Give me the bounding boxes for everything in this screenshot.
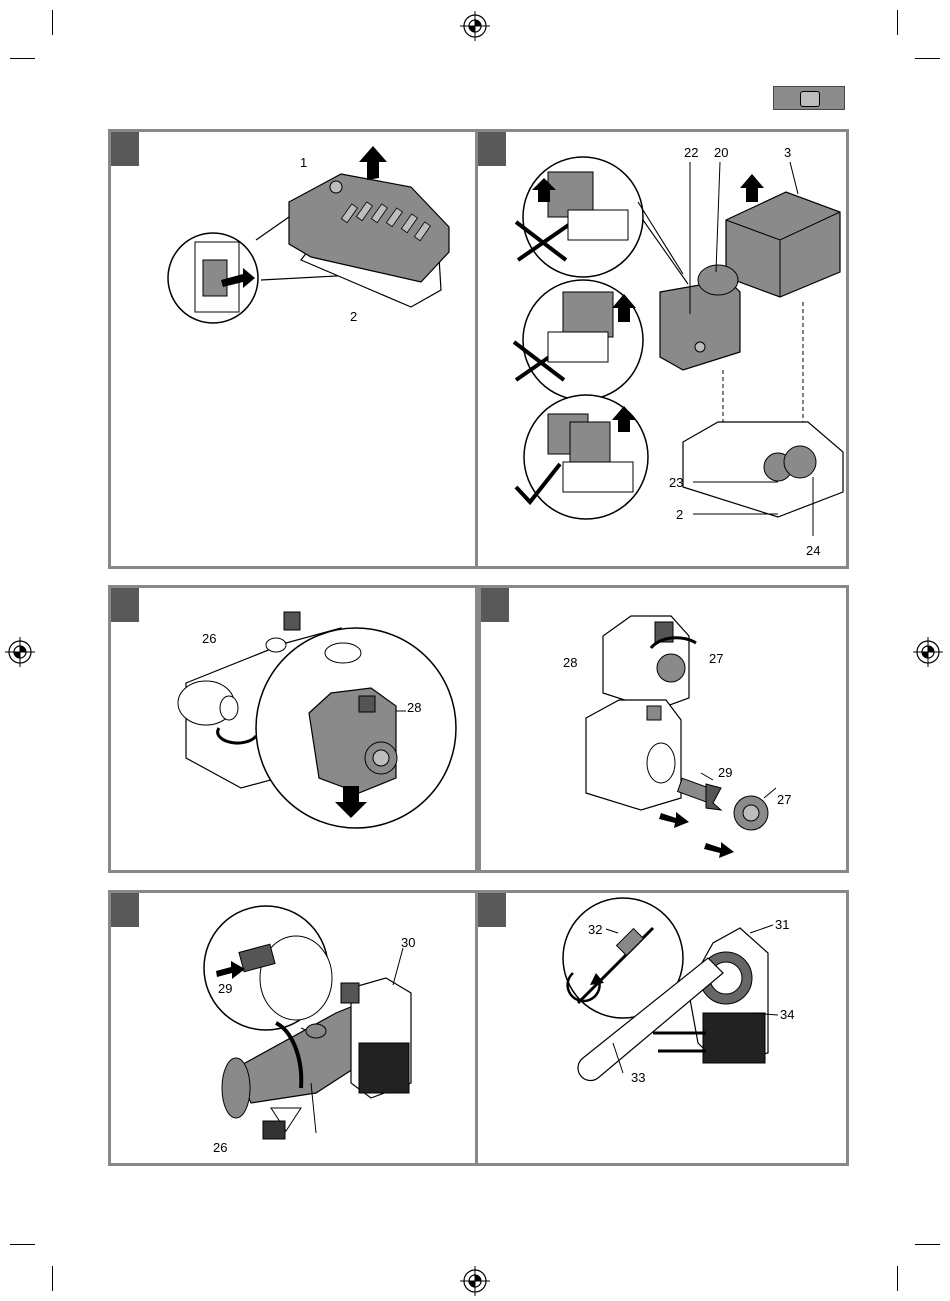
part-label-32: 32 [588,923,602,936]
crop-mark-bottom-left-h [10,1244,35,1245]
flag-rectangle-icon [800,91,820,107]
crop-mark-bottom-right-h [915,1244,940,1245]
part-label-31: 31 [775,918,789,931]
part-label-1: 1 [300,156,307,169]
language-tab [773,86,845,110]
crop-mark-top-right-v [897,10,898,35]
figure-panel-2: 22 20 3 23 2 24 [475,129,849,569]
crop-mark-top-left-h [10,58,35,59]
figure-panel-4: 28 27 29 27 [478,585,849,873]
part-label-26b: 26 [213,1141,227,1154]
registration-mark-icon [913,637,943,667]
impeller-removal-illustration [481,588,852,876]
part-label-2: 2 [350,310,357,323]
part-label-26: 26 [202,632,216,645]
uvc-housing-removal-illustration [111,893,481,1169]
uvc-lamp-replacement-illustration [478,893,852,1169]
part-label-2b: 2 [676,508,683,521]
part-label-27: 27 [709,652,723,665]
part-label-29b: 29 [218,982,232,995]
pump-removal-illustration [111,588,481,876]
part-label-3: 3 [784,146,791,159]
crop-mark-top-left-v [52,10,53,35]
filter-sponge-removal-illustration [478,132,852,572]
crop-mark-bottom-left-v [52,1266,53,1291]
crop-mark-bottom-right-v [897,1266,898,1291]
registration-mark-icon [460,1266,490,1296]
figure-panel-6: 32 31 34 33 [475,890,849,1166]
part-label-30: 30 [401,936,415,949]
part-label-24: 24 [806,544,820,557]
part-label-28b: 28 [563,656,577,669]
part-label-27b: 27 [777,793,791,806]
registration-mark-icon [5,637,35,667]
part-label-28: 28 [407,701,421,714]
part-label-22: 22 [684,146,698,159]
part-label-20: 20 [714,146,728,159]
registration-mark-icon [460,11,490,41]
figure-panel-1: 1 2 [108,129,478,569]
filter-cover-removal-illustration [111,132,481,572]
part-label-23: 23 [669,476,683,489]
part-label-34: 34 [780,1008,794,1021]
part-label-29: 29 [718,766,732,779]
figure-panel-5: 30 29 26 [108,890,478,1166]
part-label-33: 33 [631,1071,645,1084]
crop-mark-top-right-h [915,58,940,59]
figure-panel-3: 26 28 [108,585,478,873]
